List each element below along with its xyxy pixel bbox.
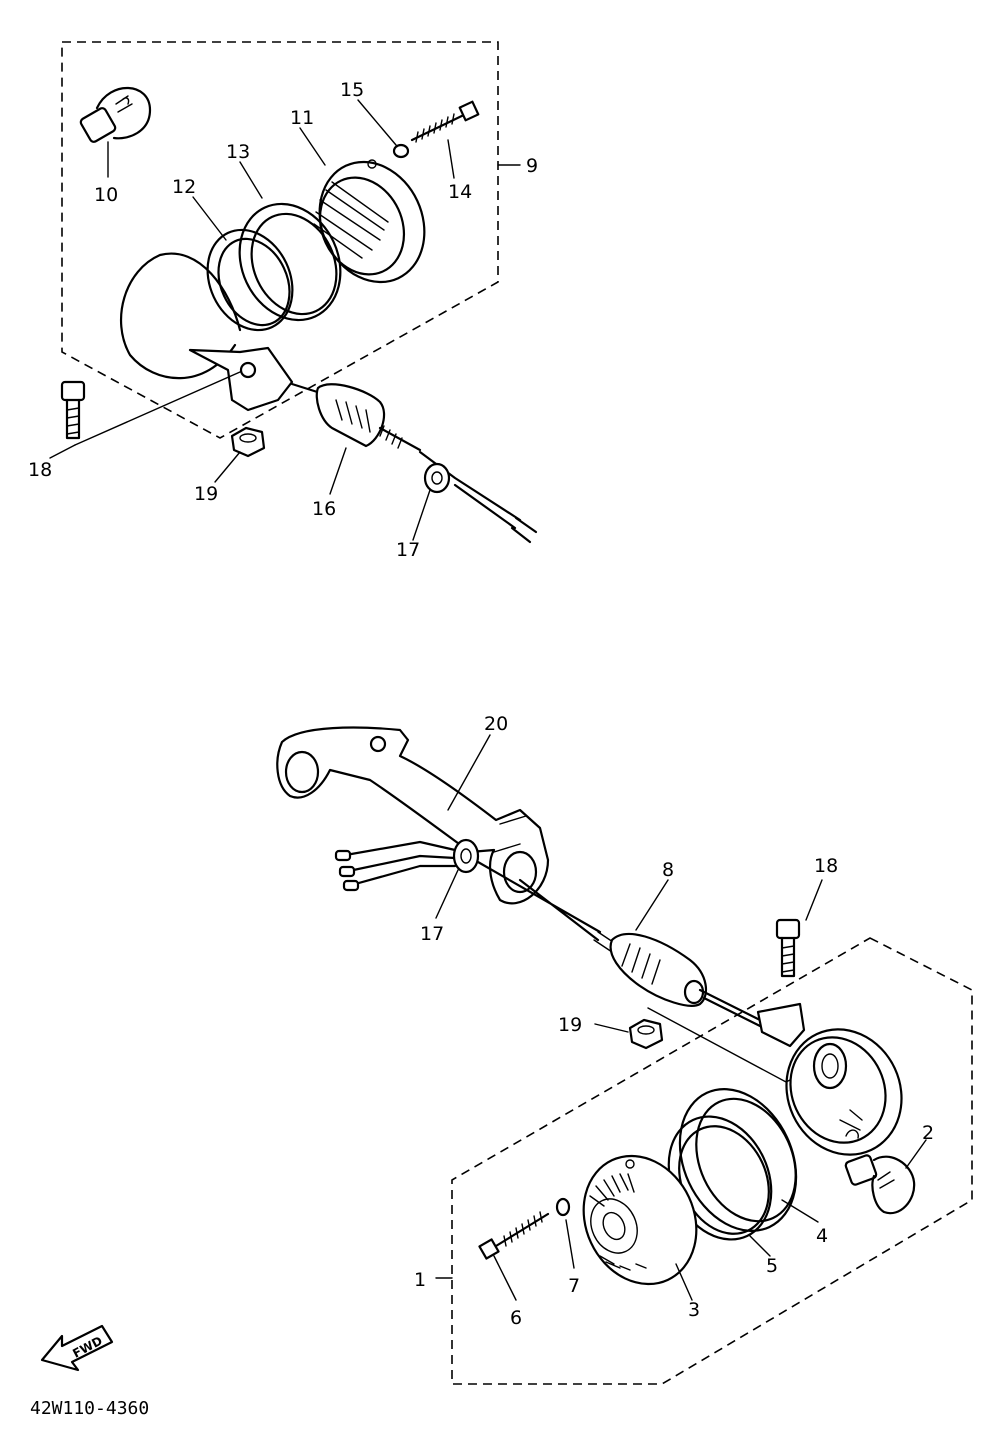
grommet-17-lower — [452, 838, 480, 874]
lens-3 — [582, 1154, 698, 1286]
leader-lines-lower — [435, 734, 927, 1301]
nut-19-lower — [628, 1018, 664, 1050]
label-13: 13 — [226, 141, 250, 163]
nut-19-upper — [230, 426, 266, 458]
wire-upper — [418, 450, 522, 530]
housing-11 — [313, 159, 426, 284]
stem-8 — [593, 931, 762, 1028]
housing-lower — [785, 1028, 903, 1156]
label-3: 3 — [688, 1299, 700, 1321]
rim-12 — [206, 228, 294, 332]
label-9: 9 — [526, 155, 538, 177]
grommet-17-upper — [423, 462, 451, 494]
bulb-2 — [844, 1154, 916, 1215]
washer-15 — [392, 143, 410, 159]
screw-14 — [410, 100, 480, 143]
washer-7 — [555, 1197, 571, 1217]
label-2: 2 — [922, 1122, 934, 1144]
label-18-upper: 18 — [28, 459, 52, 481]
label-4: 4 — [816, 1225, 828, 1247]
label-8: 8 — [662, 859, 674, 881]
label-16: 16 — [312, 498, 336, 520]
lower-signal-assembly — [276, 726, 973, 1385]
screw-6 — [478, 1211, 550, 1260]
callout-labels: 10 12 13 11 15 14 9 18 19 16 17 20 8 18 … — [28, 79, 934, 1419]
mount-bracket-upper — [188, 346, 294, 412]
bolt-18-lower — [775, 918, 801, 978]
lens-upper — [120, 252, 242, 380]
bolt-18-upper — [60, 380, 86, 440]
label-6: 6 — [510, 1307, 522, 1329]
wire-lower — [476, 860, 602, 942]
label-15: 15 — [340, 79, 364, 101]
stem-16 — [290, 382, 422, 452]
leader-lines-upper — [49, 99, 521, 541]
upper-signal-assembly — [49, 41, 538, 544]
label-17-lower: 17 — [420, 923, 444, 945]
gasket-13 — [238, 202, 342, 322]
wire-harness-lower — [334, 840, 457, 892]
bulb-10 — [79, 86, 152, 143]
fwd-arrow-icon: FWD — [40, 1324, 114, 1372]
label-18-lower: 18 — [814, 855, 838, 877]
label-7: 7 — [568, 1275, 580, 1297]
kit-9-dashed-box — [61, 41, 499, 439]
stay-20 — [276, 726, 550, 905]
kit-1-dashed-box — [451, 937, 973, 1385]
label-1: 1 — [414, 1269, 426, 1291]
label-10: 10 — [94, 184, 118, 206]
label-5: 5 — [766, 1255, 778, 1277]
label-11: 11 — [290, 107, 314, 129]
label-20: 20 — [484, 713, 508, 735]
label-12: 12 — [172, 176, 196, 198]
label-19-lower: 19 — [558, 1014, 582, 1036]
housing-mount-lower — [756, 1002, 806, 1048]
label-17-upper: 17 — [396, 539, 420, 561]
label-14: 14 — [448, 181, 472, 203]
diagram-code: 42W110-4360 — [30, 1398, 149, 1419]
label-19-upper: 19 — [194, 483, 218, 505]
